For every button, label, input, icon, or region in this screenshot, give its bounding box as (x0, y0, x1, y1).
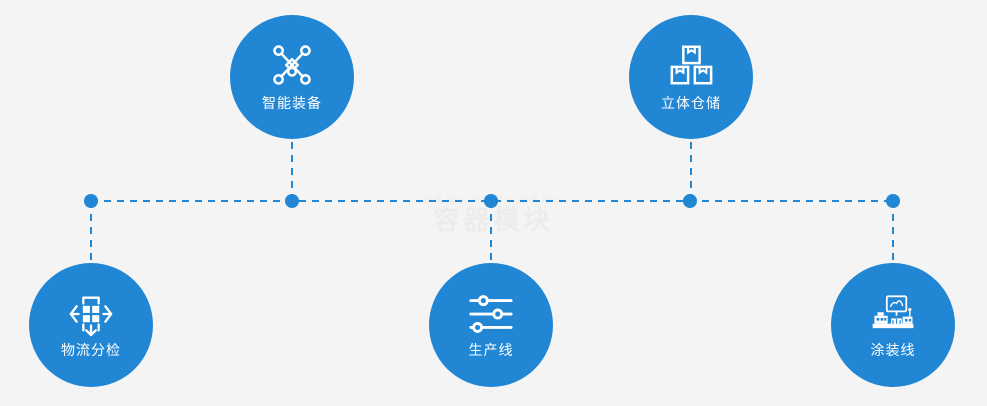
node-stereoscopic-warehouse[interactable]: 立体仓储 (629, 15, 753, 139)
junction-dot (886, 194, 900, 208)
junction-dot (84, 194, 98, 208)
factory-monitor-icon (872, 295, 914, 329)
junction-dot (285, 194, 299, 208)
node-label: 物流分检 (61, 343, 121, 359)
sliders-icon (469, 295, 513, 333)
node-logistics-sorting[interactable]: 物流分检 (29, 263, 153, 387)
stacked-boxes-icon (670, 45, 713, 85)
network-nodes-icon (273, 45, 311, 85)
node-production-line[interactable]: 生产线 (429, 263, 553, 387)
node-painting-line[interactable]: 涂装线 (831, 263, 955, 387)
node-label: 立体仓储 (661, 96, 721, 112)
junction-dot (484, 194, 498, 208)
junction-dot (683, 194, 697, 208)
sorting-arrows-icon (69, 296, 113, 337)
node-label: 生产线 (468, 343, 514, 359)
node-label: 智能装备 (262, 96, 322, 112)
node-label: 涂装线 (870, 343, 916, 359)
node-intelligent-equipment[interactable]: 智能装备 (230, 15, 354, 139)
